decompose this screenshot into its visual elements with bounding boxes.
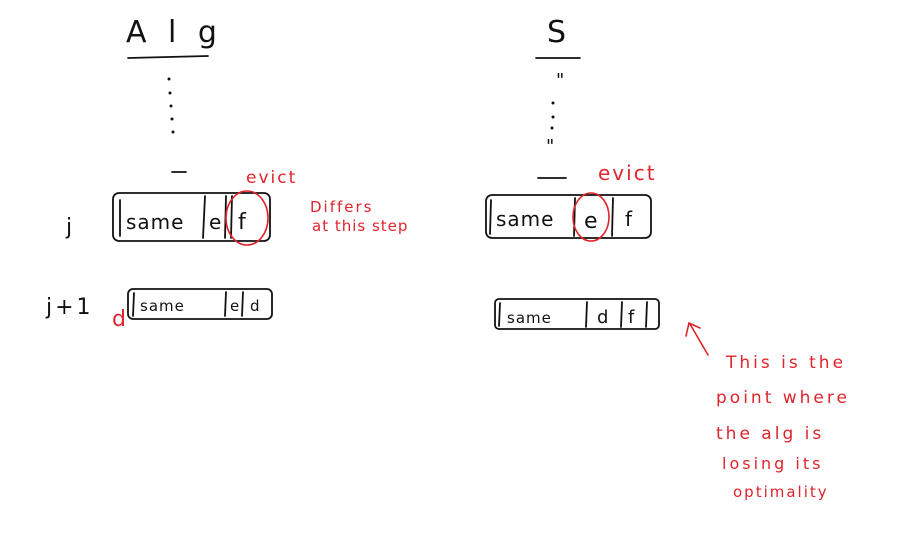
alg-row-j-label: j (65, 215, 72, 240)
s-row-j1-cell-f: f (628, 307, 635, 328)
alg-vertical-dots (167, 77, 175, 134)
alg-row-j-cell-e: e (209, 210, 221, 234)
alg-title-underline (127, 55, 209, 59)
note-line-2: point where (716, 388, 850, 408)
alg-row-j1-cell-e: e (230, 297, 239, 315)
s-row-j-cell-f: f (625, 207, 633, 231)
note-line-5: optimality (733, 483, 829, 501)
optimality-arrow (685, 321, 709, 356)
s-evict-label: evict (598, 161, 657, 185)
alg-row-j1-box: same e d (127, 288, 273, 320)
alg-row-j1-cell-d: d (250, 297, 260, 315)
alg-row-j-cell-same: same (126, 210, 184, 234)
s-row-j1-box: same d f (494, 298, 660, 330)
s-vertical-dots (550, 101, 555, 130)
s-row-j-cell-e: e (584, 209, 598, 234)
alg-evict-circle (225, 190, 269, 246)
alg-evict-label: evict (246, 168, 297, 188)
s-ditto-bottom: " (546, 136, 554, 157)
alg-inserted-d: d (112, 307, 126, 332)
optimality-note: This is the point where the alg is losin… (716, 353, 850, 501)
s-evict-circle (572, 192, 610, 242)
s-ditto-top: " (556, 70, 564, 91)
note-line-3: the alg is (716, 424, 824, 444)
differs-note: Differs at this step (310, 198, 408, 235)
s-row-j1-cell-same: same (507, 309, 552, 327)
alg-title: A l g (126, 15, 223, 50)
alg-row-j-cell-f: f (238, 210, 247, 235)
note-line-4: losing its (722, 454, 823, 473)
s-row-j1-cell-d: d (597, 307, 608, 328)
note-line-1: This is the (725, 353, 846, 373)
alg-row-j1-label: j+1 (45, 295, 94, 320)
alg-row-j-box: same e f (112, 192, 271, 242)
s-row-j-box: same e f (485, 194, 652, 239)
differs-line-1: Differs (310, 198, 374, 216)
s-row-j-cell-same: same (496, 207, 554, 231)
differs-line-2: at this step (312, 217, 408, 235)
s-column: S " " same e f evict same (485, 15, 850, 501)
alg-row-j1-cell-same: same (140, 297, 185, 315)
s-title: S (547, 15, 566, 50)
alg-column: A l g j same e f evict Differs at this s (45, 15, 408, 332)
